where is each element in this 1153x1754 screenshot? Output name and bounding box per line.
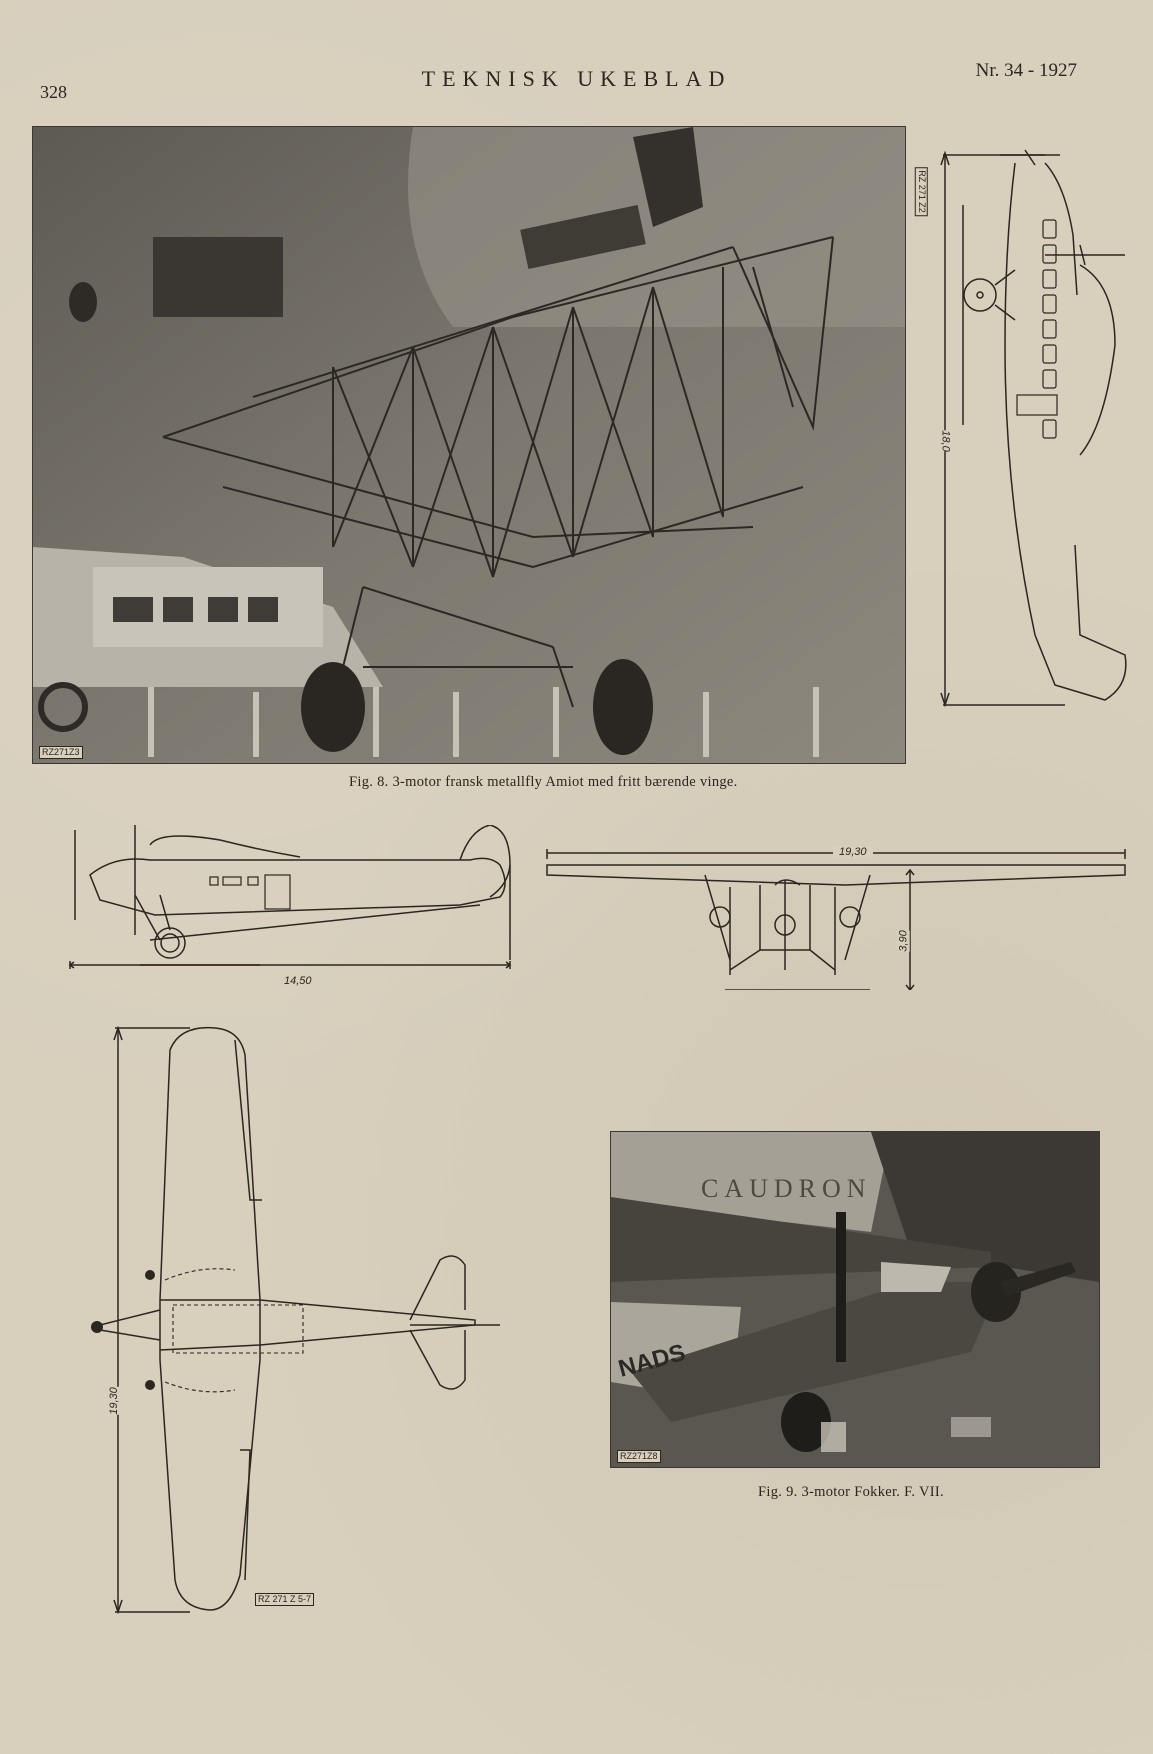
- plan-view-dimension: 19,30: [107, 1387, 120, 1415]
- fig9-ref-label: RZ271Z8: [617, 1450, 661, 1463]
- front-view-height-dimension: 3,90: [897, 930, 910, 952]
- journal-title: TEKNISK UKEBLAD: [421, 66, 732, 91]
- side-view-dimension: 14,50: [280, 975, 316, 987]
- issue-number: Nr. 34 - 1927: [975, 60, 1077, 81]
- top-view-dimension: 18,0: [939, 430, 952, 452]
- aircraft-front-profile: [546, 849, 1126, 992]
- fig8-ref-label: RZ271Z3: [39, 746, 83, 759]
- front-view-span-dimension: 19,30: [833, 846, 873, 858]
- aircraft-profile-vertical: [940, 149, 1127, 708]
- fig8-caption: Fig. 8. 3-motor fransk metallfly Amiot m…: [349, 774, 738, 790]
- fokker-photo: CAUDRON NADS: [611, 1132, 1099, 1467]
- fig8-photo: RZ271Z3: [32, 126, 906, 764]
- front-view-drawing: 19,30 3,90: [545, 845, 1130, 992]
- side-view-drawing: 14,50: [60, 824, 530, 990]
- aircraft-frame-photo: [33, 127, 905, 763]
- plan-view-drawing: 19,30 RZ 271 Z 5-7: [70, 1020, 540, 1615]
- aircraft-side-profile: [68, 824, 512, 969]
- caudron-sign-text: CAUDRON: [701, 1174, 872, 1203]
- plan-view-ref-label: RZ 271 Z 5-7: [255, 1593, 315, 1606]
- aircraft-plan-profile: [91, 1025, 500, 1615]
- top-view-ref-label: RZ 271 Z2: [914, 167, 928, 216]
- fig9-photo: CAUDRON NADS RZ271Z8: [610, 1131, 1100, 1468]
- page-number: 328: [40, 82, 67, 102]
- top-view-drawing: RZ 271 Z2 18,0: [905, 145, 1145, 715]
- fig9-caption: Fig. 9. 3-motor Fokker. F. VII.: [758, 1484, 944, 1500]
